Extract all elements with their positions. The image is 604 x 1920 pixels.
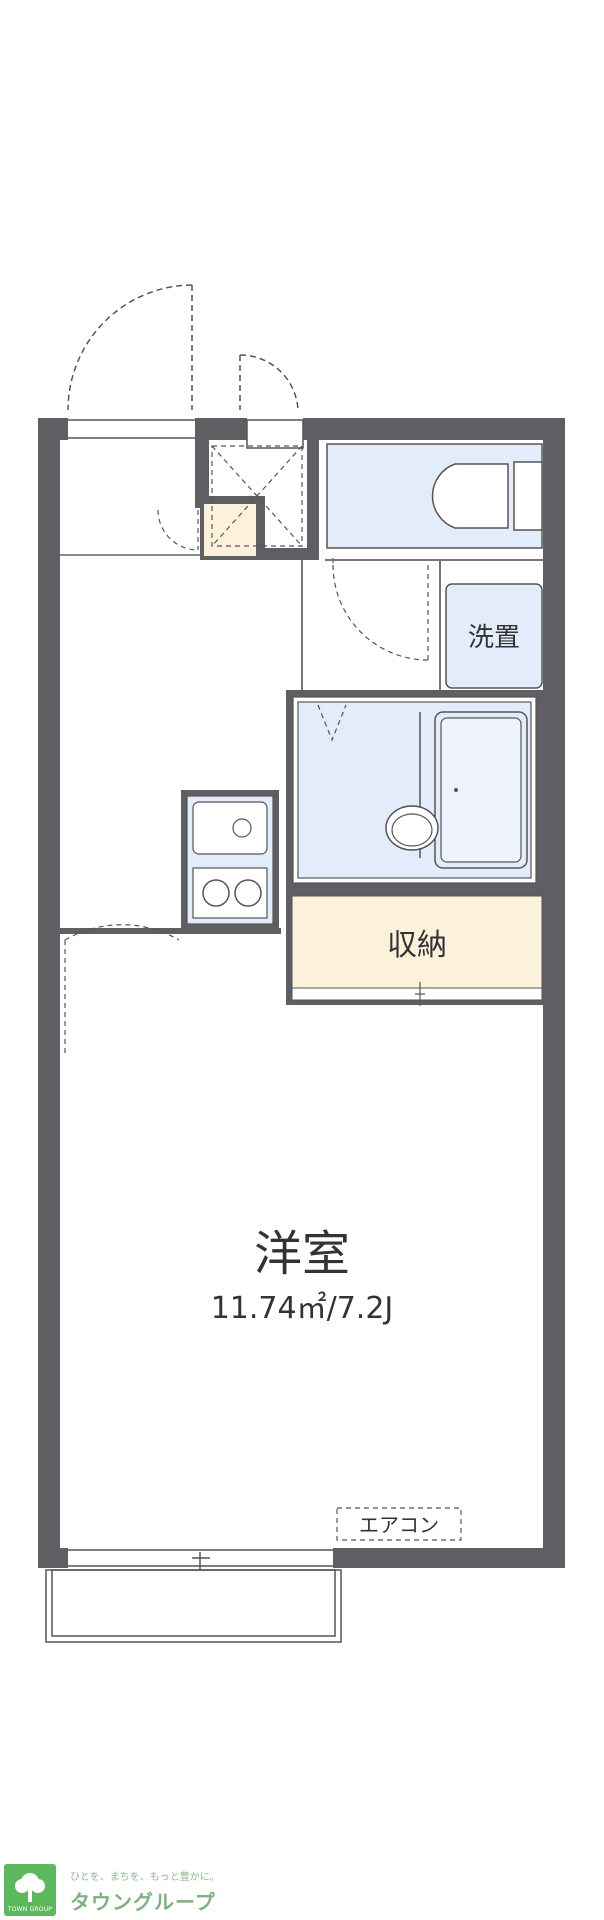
balcony (45, 1569, 342, 1643)
washroom-walls (301, 559, 543, 690)
tree-icon (15, 1873, 45, 1902)
logo-text: TOWN GROUP (7, 1906, 53, 1913)
entrance-door (67, 284, 195, 439)
shoe-cabinet-door (157, 509, 199, 551)
storage-closet (286, 890, 543, 1006)
ps-closet (239, 354, 304, 449)
entrance-inner-walls (195, 440, 319, 560)
toilet-room (326, 443, 543, 549)
western-room-label: 洋室 (254, 1226, 350, 1282)
company-tagline: ひとを、まちを、もっと豊かに。 (70, 1872, 220, 1883)
balcony-window (68, 1549, 333, 1570)
floor-plan: 洗置 収納 洋室 11.74㎡/7.2J (38, 284, 565, 1643)
kitchen-counter (181, 790, 279, 930)
corridor-door (64, 924, 180, 1054)
western-room-area: 11.74㎡/7.2J (211, 1291, 394, 1326)
kitchen-wall (60, 928, 281, 934)
outer-walls (38, 418, 565, 1568)
aircon-box (336, 1507, 462, 1541)
footer: TOWN GROUP ひとを、まちを、もっと豊かに。 タウングループ (0, 1860, 300, 1920)
storage-label: 収納 (387, 928, 447, 963)
bathroom-unit (286, 690, 543, 890)
aircon-label: エアコン (359, 1513, 439, 1537)
company-name: タウングループ (70, 1890, 216, 1914)
ps-hatch (211, 445, 303, 547)
company-logo: TOWN GROUP (4, 1864, 56, 1916)
laundry-label: 洗置 (468, 623, 520, 653)
toilet-door (332, 558, 429, 661)
laundry-space (445, 583, 543, 689)
